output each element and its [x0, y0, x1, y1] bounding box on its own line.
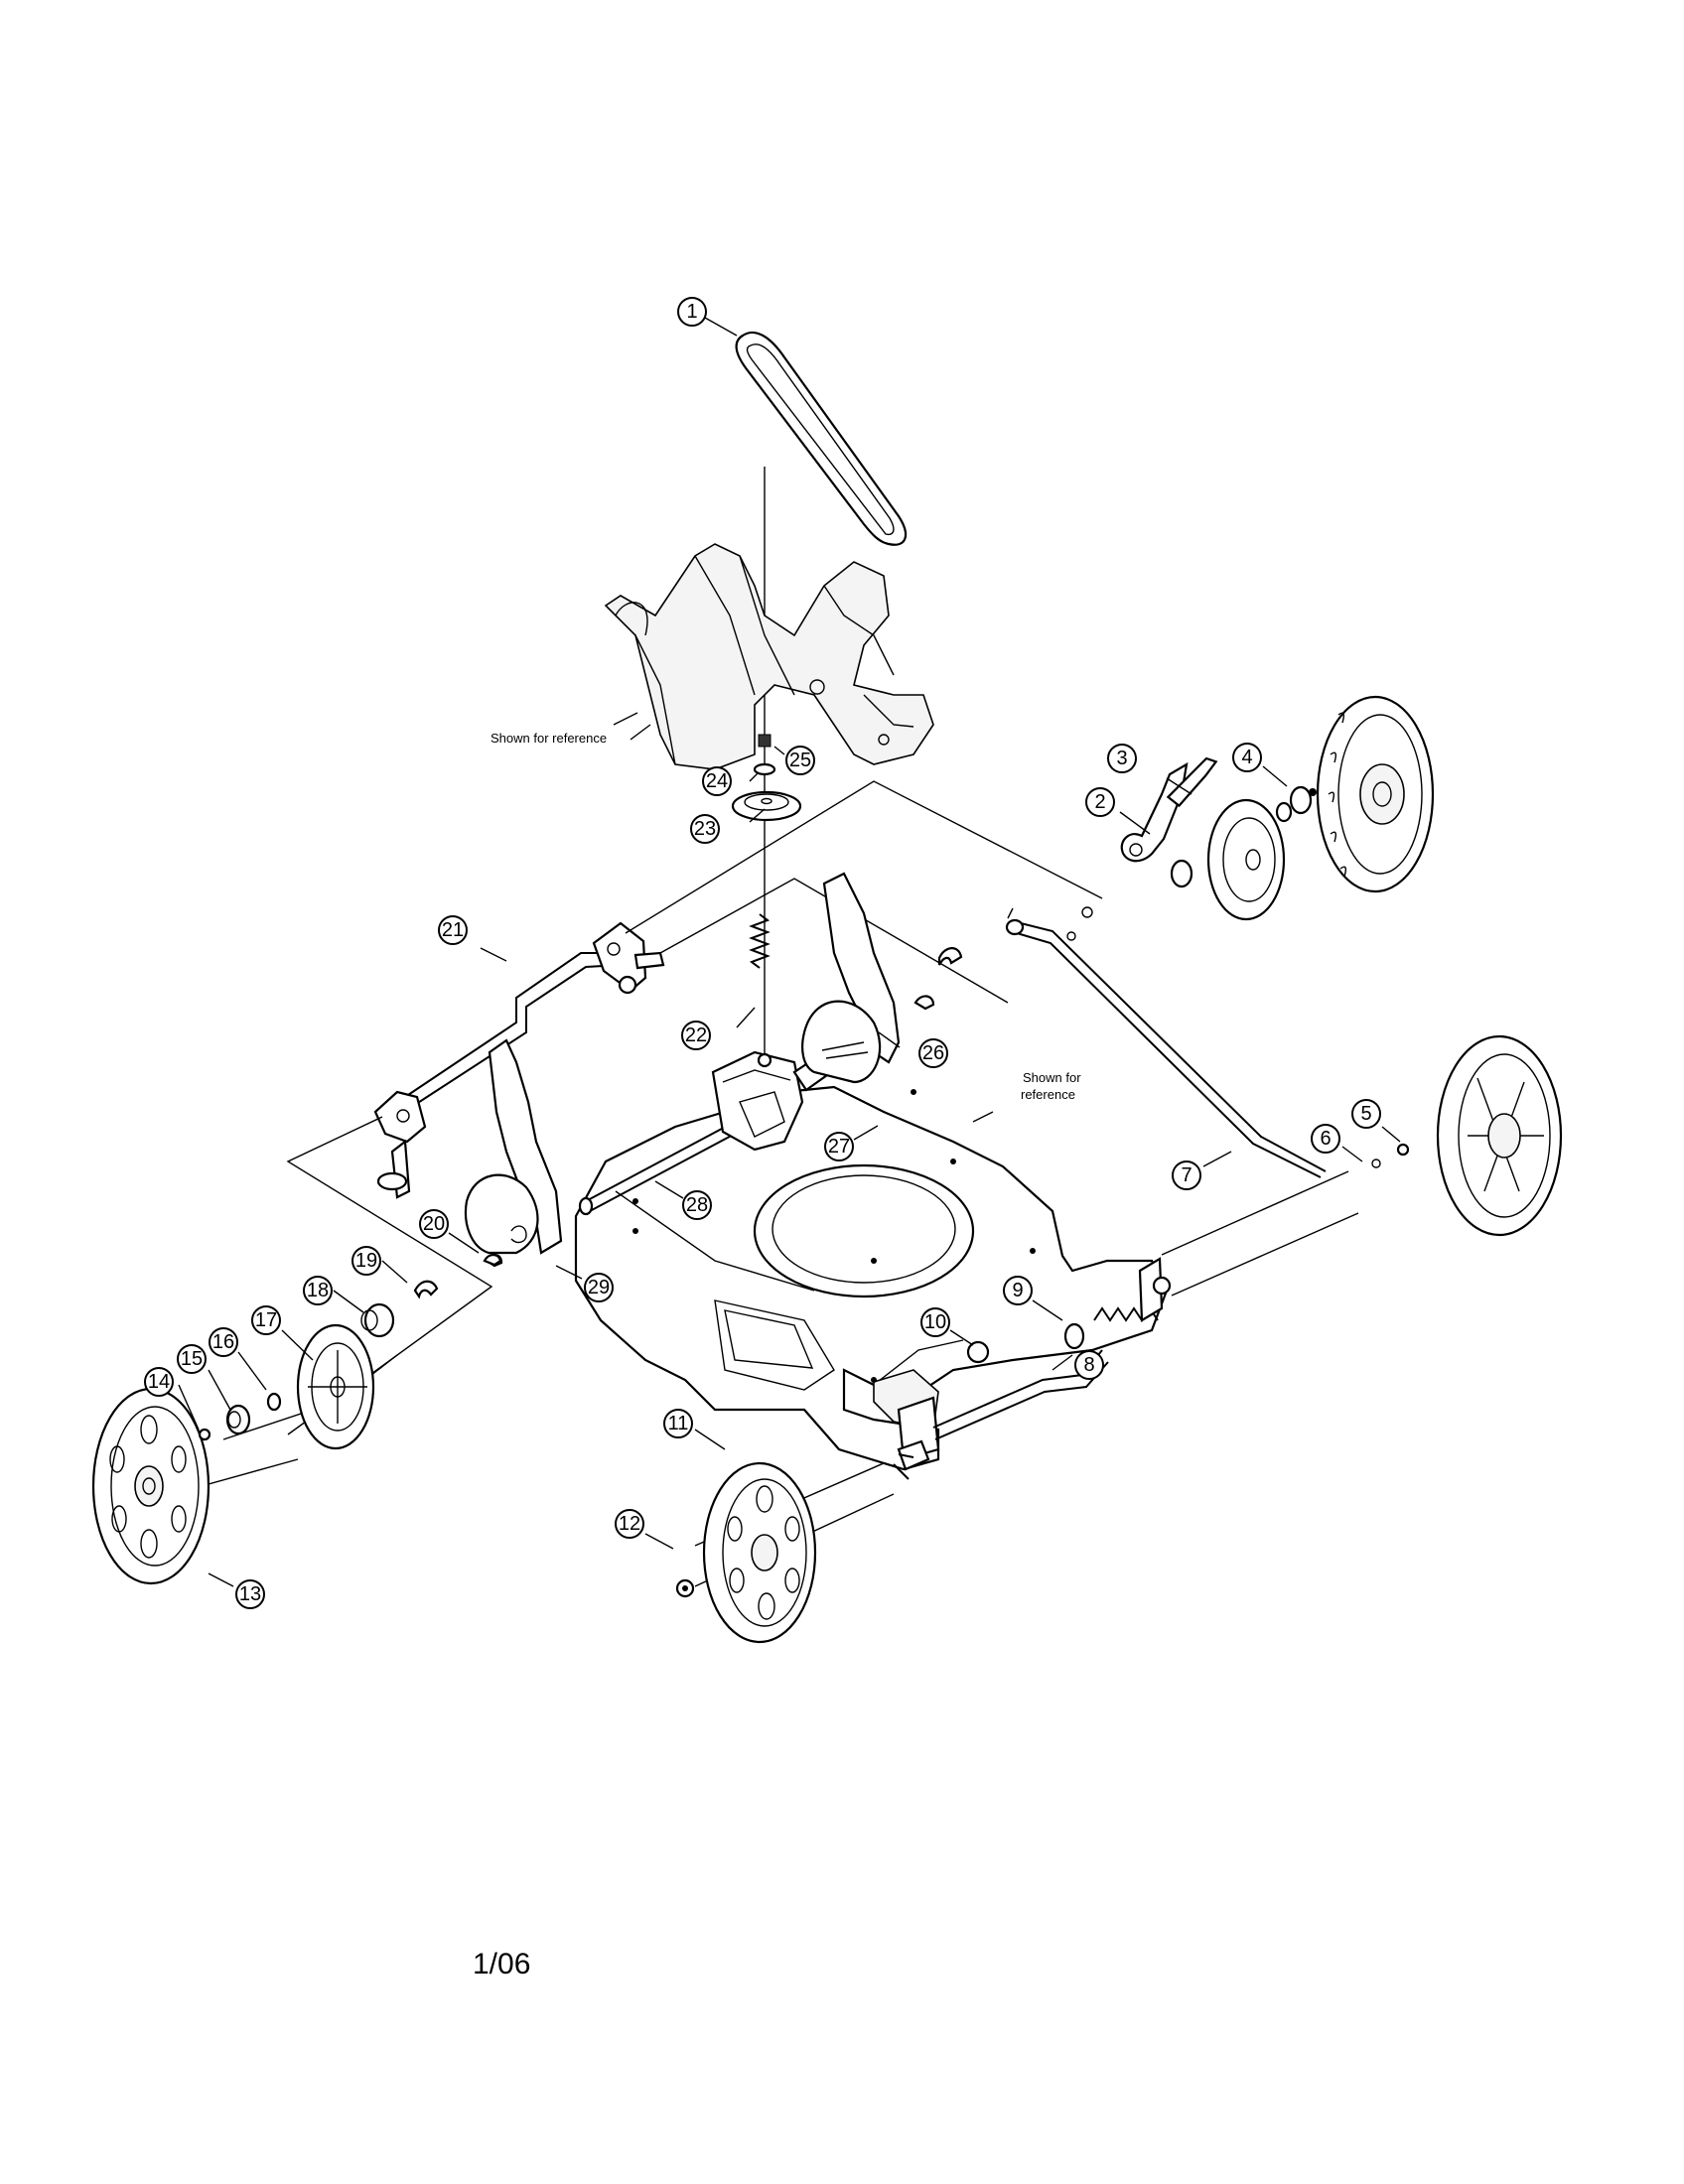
callout-8: 8	[1074, 1350, 1104, 1380]
callout-18: 18	[303, 1276, 333, 1305]
left-wheel-parts	[91, 1253, 502, 1585]
callout-10: 10	[920, 1307, 950, 1337]
front-axle-8	[893, 1257, 1172, 1480]
svg-text:21: 21	[442, 919, 464, 941]
callout-22: 22	[681, 1021, 711, 1050]
svg-text:3: 3	[1116, 748, 1127, 769]
callout-5: 5	[1351, 1099, 1381, 1129]
svg-text:25: 25	[789, 750, 811, 771]
deck-reference-note-line1: Shown for	[1023, 1070, 1081, 1085]
callout-24: 24	[702, 766, 732, 796]
svg-text:10: 10	[924, 1311, 946, 1333]
callout-26: 26	[918, 1038, 948, 1068]
svg-text:5: 5	[1360, 1103, 1371, 1125]
svg-text:6: 6	[1320, 1128, 1331, 1150]
svg-text:16: 16	[212, 1331, 234, 1353]
svg-text:11: 11	[668, 1413, 689, 1434]
front-left-wheel	[675, 1453, 914, 1644]
svg-text:13: 13	[239, 1583, 261, 1605]
axle-rod-7	[1005, 918, 1327, 1178]
svg-text:17: 17	[255, 1309, 277, 1331]
height-adjust-rod-21	[373, 921, 665, 1199]
callout-28: 28	[682, 1190, 712, 1220]
svg-text:23: 23	[694, 818, 716, 840]
housing-reference-note: Shown for reference	[491, 731, 607, 746]
spring-22	[749, 913, 771, 969]
callout-29: 29	[584, 1273, 614, 1302]
svg-text:22: 22	[685, 1024, 707, 1046]
callout-3: 3	[1107, 744, 1137, 773]
callout-25: 25	[785, 746, 815, 775]
svg-text:8: 8	[1083, 1354, 1094, 1376]
callout-27: 27	[824, 1132, 854, 1161]
callout-13: 13	[235, 1579, 265, 1609]
callout-19: 19	[351, 1246, 381, 1276]
height-bracket-26	[801, 872, 963, 1084]
svg-text:1: 1	[686, 301, 697, 323]
height-bracket-29	[464, 1038, 563, 1268]
svg-text:15: 15	[181, 1348, 203, 1370]
callout-1: 1	[677, 297, 707, 327]
gear-pulley-right	[1066, 785, 1317, 941]
drive-belt	[735, 331, 908, 1152]
callout-7: 7	[1172, 1160, 1201, 1190]
callout-4: 4	[1232, 743, 1262, 772]
svg-text:4: 4	[1241, 747, 1252, 768]
mower-deck	[574, 1085, 1169, 1471]
callout-14: 14	[144, 1367, 174, 1397]
page-code: 1/06	[473, 1948, 531, 1980]
callout-11: 11	[663, 1409, 693, 1438]
svg-text:19: 19	[355, 1250, 377, 1272]
rear-axle-28	[578, 1121, 740, 1216]
callout-leaders	[178, 317, 1401, 1587]
callout-17: 17	[251, 1305, 281, 1335]
svg-text:14: 14	[148, 1371, 170, 1393]
callout-12: 12	[615, 1509, 644, 1539]
callout-9: 9	[1003, 1276, 1033, 1305]
svg-text:20: 20	[423, 1213, 445, 1235]
rear-right-wheel	[1316, 695, 1435, 893]
shift-lever	[1120, 756, 1218, 863]
deck-reference-note-line2: reference	[1021, 1087, 1075, 1102]
svg-text:7: 7	[1181, 1164, 1192, 1186]
svg-text:29: 29	[588, 1277, 610, 1298]
svg-text:12: 12	[619, 1513, 640, 1535]
svg-text:2: 2	[1094, 791, 1105, 813]
callout-21: 21	[438, 915, 468, 945]
callout-23: 23	[690, 814, 720, 844]
svg-text:9: 9	[1012, 1280, 1023, 1301]
svg-text:27: 27	[828, 1136, 850, 1158]
svg-text:24: 24	[706, 770, 728, 792]
front-right-wheel	[1371, 1034, 1563, 1237]
svg-text:28: 28	[686, 1194, 708, 1216]
callout-15: 15	[177, 1344, 207, 1374]
pulley-assembly	[731, 734, 802, 822]
svg-text:18: 18	[307, 1280, 329, 1301]
callout-2: 2	[1085, 787, 1115, 817]
callout-6: 6	[1311, 1124, 1340, 1154]
svg-text:26: 26	[922, 1042, 944, 1064]
callout-16: 16	[209, 1327, 238, 1357]
callout-20: 20	[419, 1209, 449, 1239]
housing-reference	[604, 543, 934, 770]
